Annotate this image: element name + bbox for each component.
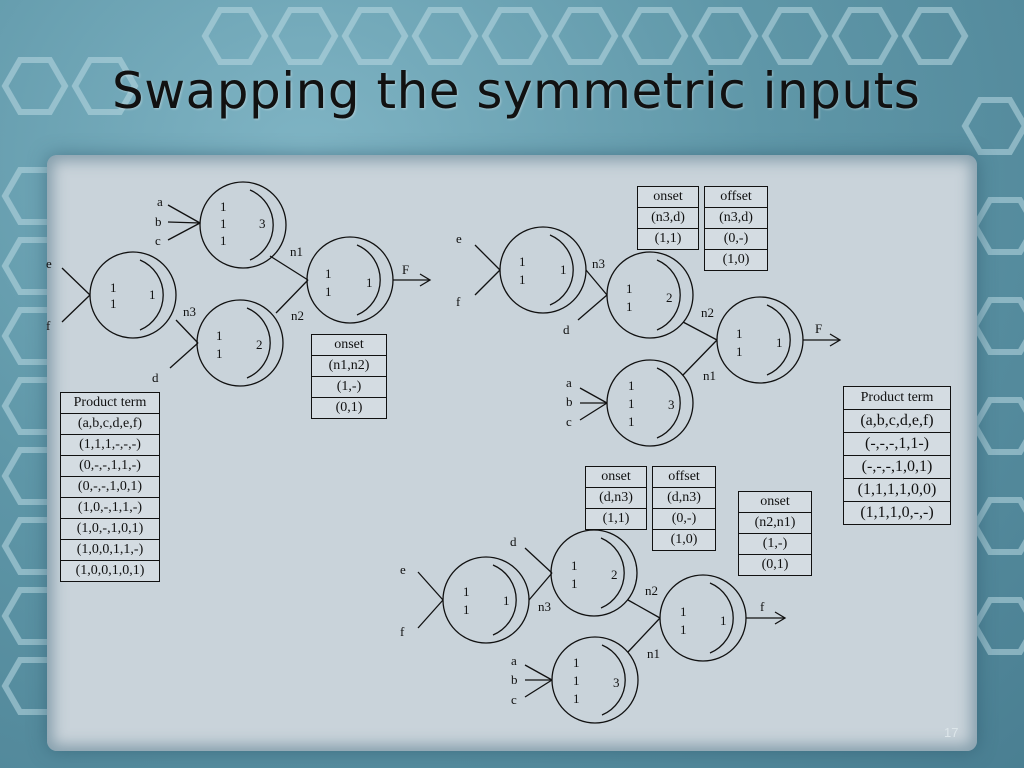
svg-text:1: 1 xyxy=(220,216,227,231)
svg-text:1: 1 xyxy=(573,655,580,670)
svg-text:c: c xyxy=(511,692,517,707)
svg-text:a: a xyxy=(511,653,517,668)
svg-text:d: d xyxy=(510,534,517,549)
svg-text:1: 1 xyxy=(110,280,117,295)
svg-text:3: 3 xyxy=(613,675,620,690)
circuit-a-label-b: b xyxy=(155,214,162,229)
svg-text:3: 3 xyxy=(259,216,266,231)
slide-number: 17 xyxy=(944,725,959,740)
circuit-a-label-c: c xyxy=(155,233,161,248)
svg-text:a: a xyxy=(566,375,572,390)
svg-text:1: 1 xyxy=(680,622,687,637)
svg-text:1: 1 xyxy=(720,613,727,628)
svg-text:1: 1 xyxy=(216,328,223,343)
circuit-a-gate-d xyxy=(196,299,284,387)
svg-text:n2: n2 xyxy=(645,583,658,598)
svg-text:F: F xyxy=(815,321,822,336)
svg-text:1: 1 xyxy=(736,326,743,341)
circuit-a-label-f: f xyxy=(46,318,51,333)
svg-text:1: 1 xyxy=(628,414,635,429)
svg-text:1: 1 xyxy=(463,602,470,617)
svg-text:n2: n2 xyxy=(701,305,714,320)
svg-text:1: 1 xyxy=(216,346,223,361)
svg-text:1: 1 xyxy=(463,584,470,599)
svg-text:1: 1 xyxy=(325,266,332,281)
circuit-b-product-term-table: Product term (a,b,c,d,e,f) (-,-,-,1,1-) … xyxy=(843,386,951,525)
svg-text:1: 1 xyxy=(680,604,687,619)
svg-text:1: 1 xyxy=(503,593,510,608)
svg-text:b: b xyxy=(566,394,573,409)
svg-text:1: 1 xyxy=(519,272,526,287)
circuit-a-net-n2: n2 xyxy=(291,308,304,323)
svg-text:1: 1 xyxy=(325,284,332,299)
svg-text:n3: n3 xyxy=(538,599,551,614)
svg-text:1: 1 xyxy=(626,281,633,296)
svg-text:1: 1 xyxy=(519,254,526,269)
svg-text:1: 1 xyxy=(571,558,578,573)
svg-text:n3: n3 xyxy=(592,256,605,271)
svg-text:f: f xyxy=(456,294,461,309)
circuit-a-onset-table: onset (n1,n2) (1,-) (0,1) xyxy=(311,334,387,419)
svg-text:f: f xyxy=(400,624,405,639)
circuit-c-onset2-table: onset (n2,n1) (1,-) (0,1) xyxy=(738,491,812,576)
svg-text:f: f xyxy=(760,599,765,614)
svg-text:2: 2 xyxy=(256,337,263,352)
circuit-a-net-n3: n3 xyxy=(183,304,196,319)
circuit-b-onset-table: onset (n3,d) (1,1) xyxy=(637,186,699,250)
circuit-c-offset-table: offset (d,n3) (0,-) (1,0) xyxy=(652,466,716,551)
circuit-a-product-term-table: Product term (a,b,c,d,e,f) (1,1,1,-,-,-)… xyxy=(60,392,160,582)
svg-text:1: 1 xyxy=(366,275,373,290)
svg-text:2: 2 xyxy=(611,567,618,582)
circuit-a-label-e: e xyxy=(46,256,52,271)
svg-text:n1: n1 xyxy=(703,368,716,383)
svg-text:e: e xyxy=(400,562,406,577)
svg-text:1: 1 xyxy=(628,396,635,411)
circuit-a-gate-abc xyxy=(199,181,287,269)
svg-text:c: c xyxy=(566,414,572,429)
circuit-a-label-a: a xyxy=(157,194,163,209)
svg-text:1: 1 xyxy=(573,691,580,706)
svg-text:1: 1 xyxy=(571,576,578,591)
circuit-a-net-n1: n1 xyxy=(290,244,303,259)
svg-text:e: e xyxy=(456,231,462,246)
svg-text:1: 1 xyxy=(220,233,227,248)
svg-text:1: 1 xyxy=(736,344,743,359)
svg-text:1: 1 xyxy=(628,378,635,393)
svg-text:d: d xyxy=(563,322,570,337)
circuit-a-label-d: d xyxy=(152,370,159,385)
svg-text:1: 1 xyxy=(573,673,580,688)
circuit-c-onset-table: onset (d,n3) (1,1) xyxy=(585,466,647,530)
content-panel xyxy=(47,155,977,751)
circuit-b-offset-table: offset (n3,d) (0,-) (1,0) xyxy=(704,186,768,271)
svg-text:1: 1 xyxy=(110,296,117,311)
svg-text:1: 1 xyxy=(560,262,567,277)
svg-text:3: 3 xyxy=(668,397,675,412)
svg-text:1: 1 xyxy=(626,299,633,314)
svg-text:1: 1 xyxy=(776,335,783,350)
circuit-a-output: F xyxy=(402,262,409,277)
svg-text:1: 1 xyxy=(220,199,227,214)
svg-text:1: 1 xyxy=(149,287,156,302)
svg-text:n1: n1 xyxy=(647,646,660,661)
circuit-c-gate-d xyxy=(550,529,638,617)
slide-title: Swapping the symmetric inputs xyxy=(112,62,921,120)
svg-text:b: b xyxy=(511,672,518,687)
svg-text:2: 2 xyxy=(666,290,673,305)
